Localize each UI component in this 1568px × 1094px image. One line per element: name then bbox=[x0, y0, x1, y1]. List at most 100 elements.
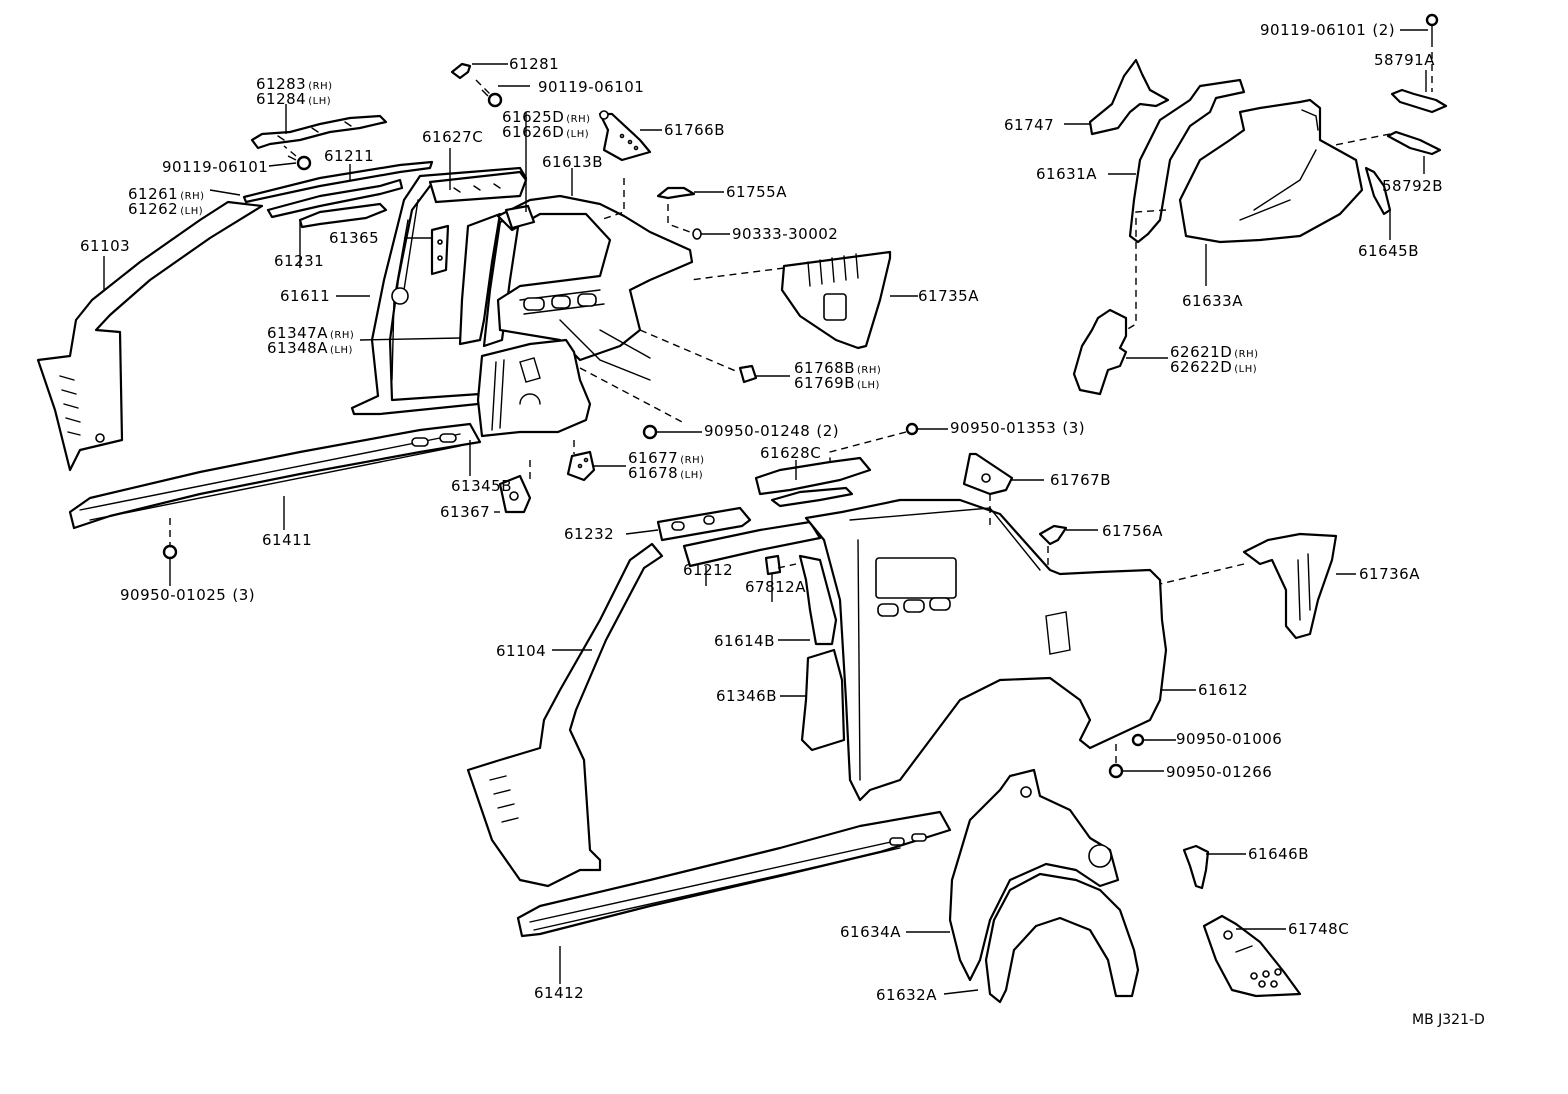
label-90950-01248[interactable]: 90950-01248(2) bbox=[704, 422, 839, 440]
label-90950-01006[interactable]: 90950-01006 bbox=[1176, 730, 1282, 748]
label-61747[interactable]: 61747 bbox=[1004, 116, 1054, 134]
part-61768B-clip[interactable] bbox=[738, 364, 758, 384]
label-90119-06101-right[interactable]: 90119-06101(2) bbox=[1260, 21, 1395, 39]
label-61614B[interactable]: 61614B bbox=[714, 632, 775, 650]
part-61627C-upper-panel[interactable] bbox=[428, 170, 528, 204]
part-61281-bracket[interactable] bbox=[450, 62, 472, 80]
part-61646B-bracket[interactable] bbox=[1182, 844, 1210, 890]
label-61755A[interactable]: 61755A bbox=[726, 183, 787, 201]
part-61677-bracket[interactable] bbox=[566, 450, 596, 482]
label-61365[interactable]: 61365 bbox=[329, 229, 379, 247]
label-61677[interactable]: 61677(RH) bbox=[628, 449, 705, 467]
screw-icon-90119-left[interactable] bbox=[287, 155, 312, 171]
label-61412[interactable]: 61412 bbox=[534, 984, 584, 1002]
label-61346B[interactable]: 61346B bbox=[716, 687, 777, 705]
label-61626D[interactable]: 61626D(LH) bbox=[502, 123, 589, 141]
label-61612[interactable]: 61612 bbox=[1198, 681, 1248, 699]
label-61348A[interactable]: 61348A(LH) bbox=[267, 339, 353, 357]
part-61411-rocker-panel[interactable] bbox=[68, 422, 482, 530]
label-61678[interactable]: 61678(LH) bbox=[628, 464, 703, 482]
part-61346B-pillar-reinforcement[interactable] bbox=[800, 648, 846, 752]
part-61231-rail-reinforcement[interactable] bbox=[298, 202, 388, 229]
label-62621D[interactable]: 62621D(RH) bbox=[1170, 343, 1259, 361]
label-61262[interactable]: 61262(LH) bbox=[128, 200, 203, 218]
screw-icon-90119-center[interactable] bbox=[481, 89, 503, 108]
part-61755A-bracket[interactable] bbox=[656, 186, 696, 200]
label-61632A[interactable]: 61632A bbox=[876, 986, 937, 1004]
label-61211[interactable]: 61211 bbox=[324, 147, 374, 165]
part-61634A-wheel-housing-outer[interactable] bbox=[948, 768, 1120, 982]
part-61261-roof-rail-inner[interactable] bbox=[266, 178, 404, 219]
part-61365-bracket[interactable] bbox=[430, 224, 450, 276]
part-61211-roof-rail-outer[interactable] bbox=[242, 160, 434, 204]
part-61412-rocker-panel[interactable] bbox=[516, 810, 952, 938]
nut-icon-90950-01353[interactable] bbox=[905, 422, 919, 436]
label-58792B[interactable]: 58792B bbox=[1382, 177, 1443, 195]
label-61735A[interactable]: 61735A bbox=[918, 287, 979, 305]
part-61767B-bracket[interactable] bbox=[962, 452, 1014, 496]
label-61766B[interactable]: 61766B bbox=[664, 121, 725, 139]
label-61232[interactable]: 61232 bbox=[564, 525, 614, 543]
label-90950-01266[interactable]: 90950-01266 bbox=[1166, 763, 1272, 781]
bolt-icon-90119-right[interactable] bbox=[1425, 13, 1439, 40]
part-61611-quarter-inner-frame[interactable] bbox=[350, 166, 528, 416]
label-90950-01353[interactable]: 90950-01353(3) bbox=[950, 419, 1085, 437]
label-61281[interactable]: 61281 bbox=[509, 55, 559, 73]
part-67812A-spacer[interactable] bbox=[764, 554, 782, 576]
part-61614B-pillar-inner[interactable] bbox=[798, 554, 838, 646]
part-61212-rail[interactable] bbox=[682, 520, 822, 568]
label-67812A[interactable]: 67812A bbox=[745, 578, 806, 596]
label-61411[interactable]: 61411 bbox=[262, 531, 312, 549]
part-61735A-inner-panel[interactable] bbox=[780, 250, 892, 350]
label-90333-30002[interactable]: 90333-30002 bbox=[732, 225, 838, 243]
part-61766B-gusset[interactable] bbox=[598, 110, 652, 162]
part-58792B-bracket[interactable] bbox=[1386, 130, 1442, 156]
label-61367[interactable]: 61367 bbox=[440, 503, 490, 521]
label-61767B[interactable]: 61767B bbox=[1050, 471, 1111, 489]
label-61769B[interactable]: 61769B(LH) bbox=[794, 374, 880, 392]
label-61212[interactable]: 61212 bbox=[683, 561, 733, 579]
nut-icon-90950-01248[interactable] bbox=[642, 424, 658, 440]
part-61345B-lower-panel[interactable] bbox=[476, 338, 592, 438]
label-61628C[interactable]: 61628C bbox=[760, 444, 821, 462]
nut-icon-90950-01025[interactable] bbox=[162, 544, 178, 560]
part-61631A-wheel-housing-outer[interactable] bbox=[1128, 78, 1246, 244]
part-61736A-extension[interactable] bbox=[1242, 532, 1338, 640]
label-61634A[interactable]: 61634A bbox=[840, 923, 901, 941]
part-61748C-plate[interactable] bbox=[1202, 914, 1302, 998]
label-61283[interactable]: 61283(RH) bbox=[256, 75, 333, 93]
part-61367-plate[interactable] bbox=[498, 474, 532, 514]
label-61768B[interactable]: 61768B(RH) bbox=[794, 359, 881, 377]
part-61747-extension[interactable] bbox=[1088, 58, 1170, 136]
label-90119-06101-left[interactable]: 90119-06101 bbox=[162, 158, 268, 176]
label-61103[interactable]: 61103 bbox=[80, 237, 130, 255]
label-61756A[interactable]: 61756A bbox=[1102, 522, 1163, 540]
label-61646B[interactable]: 61646B bbox=[1248, 845, 1309, 863]
label-61613B[interactable]: 61613B bbox=[542, 153, 603, 171]
part-61633A-wheel-housing-inner[interactable] bbox=[1178, 98, 1364, 244]
part-61613B-quarter-inner-panel[interactable] bbox=[496, 194, 694, 381]
clip-icon-90333[interactable] bbox=[692, 228, 702, 240]
nut-icon-90950-01266[interactable] bbox=[1108, 763, 1124, 779]
nut-icon-90950-01006[interactable] bbox=[1131, 733, 1145, 747]
part-61632A-wheel-housing-inner[interactable] bbox=[984, 786, 1140, 1004]
label-61284[interactable]: 61284(LH) bbox=[256, 90, 331, 108]
part-61625D-panel-extension[interactable] bbox=[504, 204, 536, 230]
part-61103-front-pillar[interactable] bbox=[36, 200, 264, 472]
part-58791A-bracket[interactable] bbox=[1390, 88, 1448, 114]
label-61633A[interactable]: 61633A bbox=[1182, 292, 1243, 310]
label-58791A[interactable]: 58791A bbox=[1374, 51, 1435, 69]
label-61611[interactable]: 61611 bbox=[280, 287, 330, 305]
label-61104[interactable]: 61104 bbox=[496, 642, 546, 660]
label-90119-06101-center[interactable]: 90119-06101 bbox=[538, 78, 644, 96]
part-61283-roof-reinforcement[interactable] bbox=[250, 114, 388, 150]
label-61645B[interactable]: 61645B bbox=[1358, 242, 1419, 260]
label-62622D[interactable]: 62622D(LH) bbox=[1170, 358, 1257, 376]
label-61261[interactable]: 61261(RH) bbox=[128, 185, 205, 203]
label-61625D[interactable]: 61625D(RH) bbox=[502, 108, 591, 126]
label-61231[interactable]: 61231 bbox=[274, 252, 324, 270]
part-62621D-extension[interactable] bbox=[1072, 308, 1128, 396]
label-90950-01025[interactable]: 90950-01025(3) bbox=[120, 586, 255, 604]
label-61627C[interactable]: 61627C bbox=[422, 128, 483, 146]
part-61232-reinforcement[interactable] bbox=[656, 506, 752, 542]
